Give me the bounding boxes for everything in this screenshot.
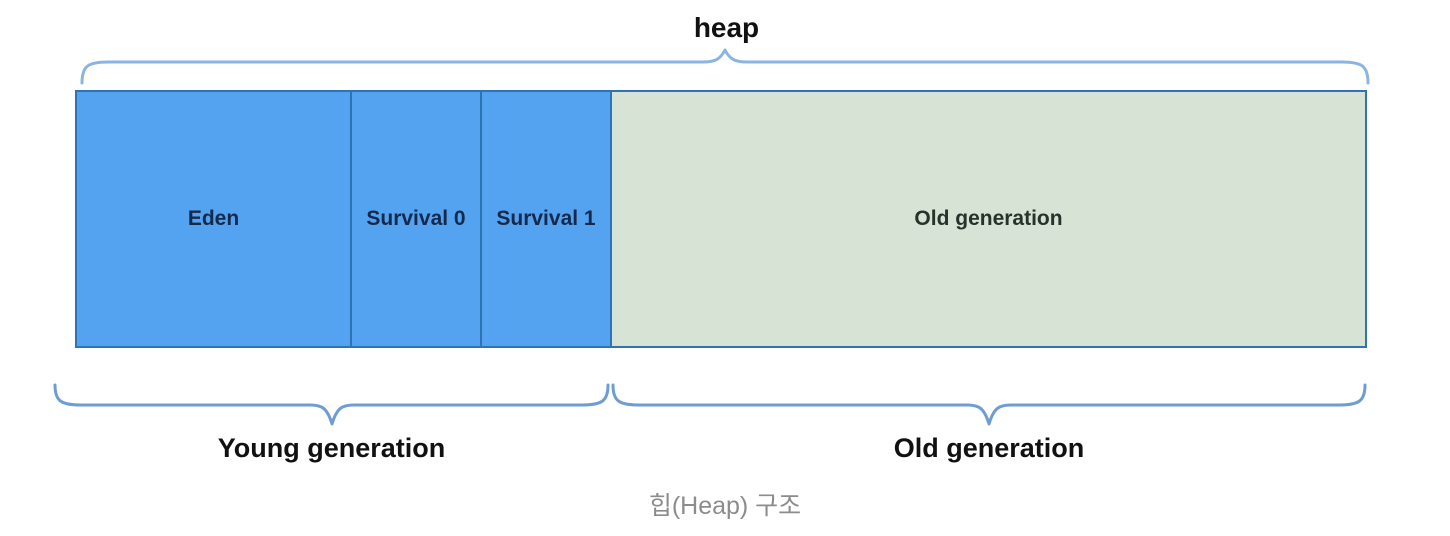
old-generation-label: Old generation [893, 433, 1085, 463]
survival0-region: Survival 0 [352, 92, 482, 346]
survival1-label: Survival 1 [496, 207, 596, 230]
heap-label: heap [693, 12, 760, 43]
old-generation-region-label: Old generation [914, 207, 1063, 230]
survival0-label: Survival 0 [366, 207, 466, 230]
diagram-caption: 힙(Heap) 구조 [648, 492, 802, 520]
old-generation-region: Old generation [612, 92, 1365, 346]
young-generation-brace [53, 383, 610, 426]
heap-brace [80, 48, 1370, 85]
eden-label: Eden [187, 207, 240, 230]
survival1-region: Survival 1 [482, 92, 612, 346]
old-generation-brace [611, 383, 1367, 426]
young-generation-label: Young generation [217, 433, 446, 463]
eden-region: Eden [77, 92, 352, 346]
heap-box: Eden Survival 0 Survival 1 Old generatio… [75, 90, 1367, 348]
